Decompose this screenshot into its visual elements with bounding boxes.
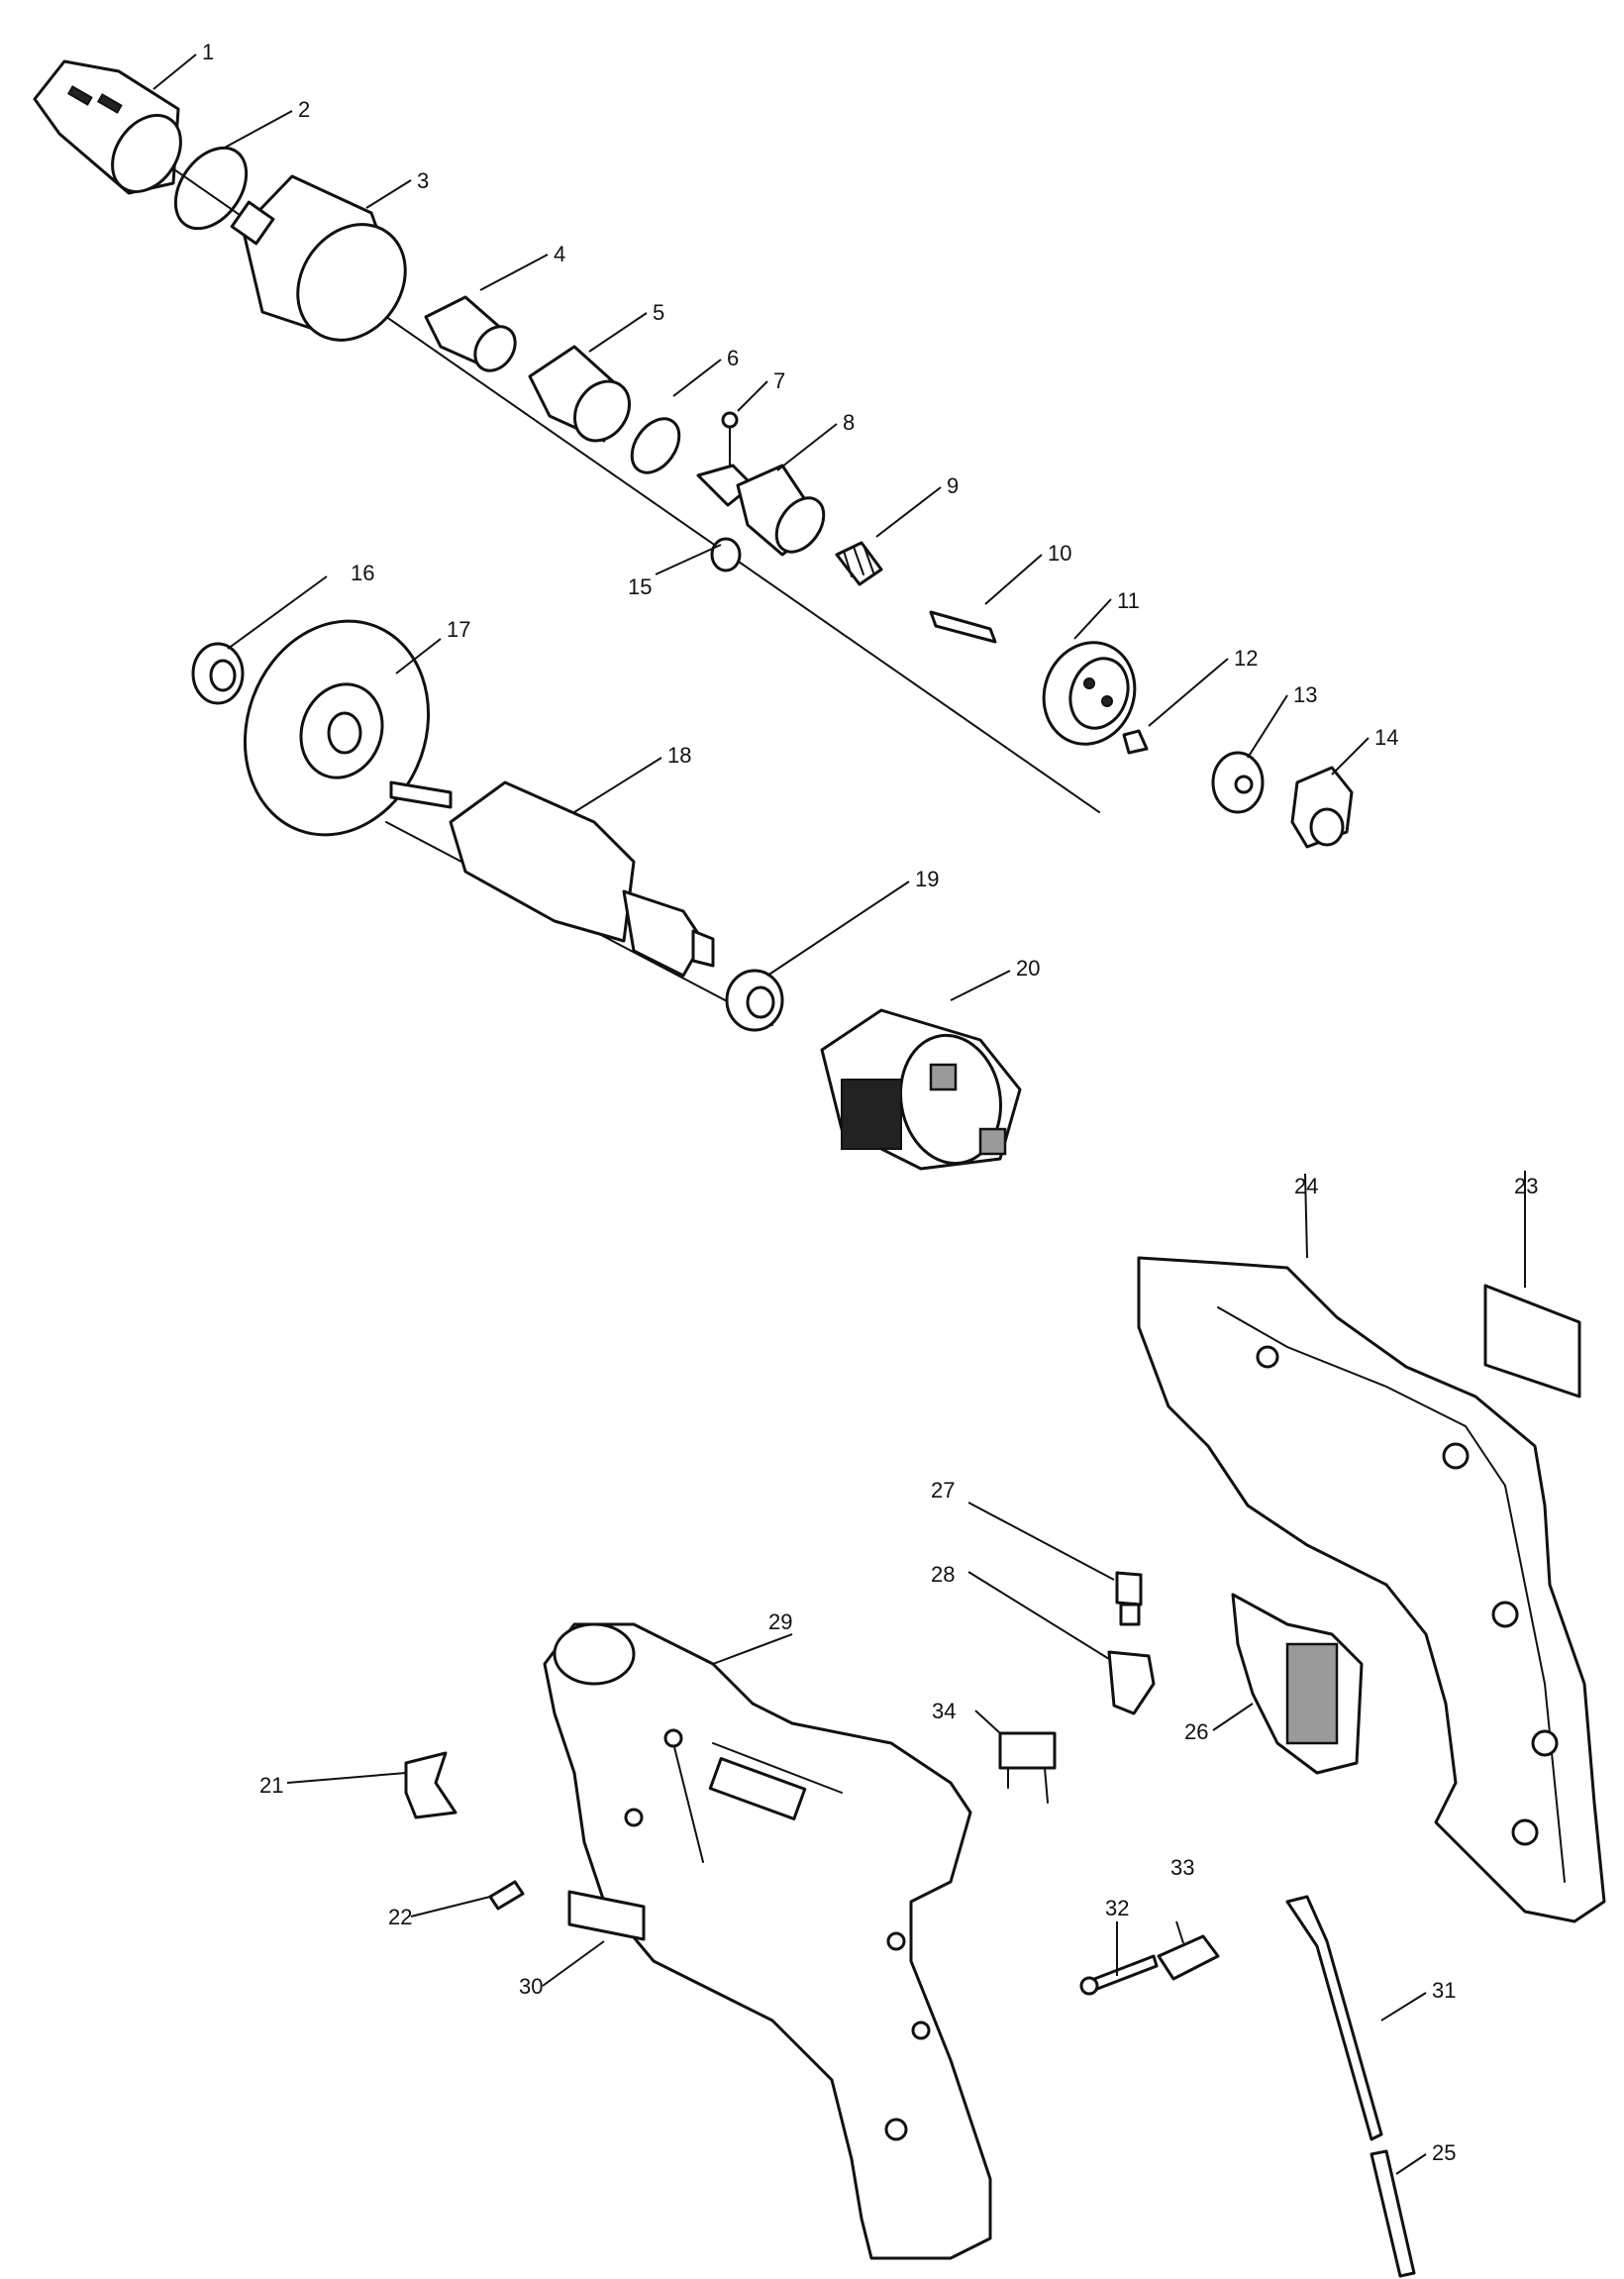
part-9-spring	[835, 541, 883, 586]
label-part-18: 18	[667, 743, 691, 768]
part-22-screw	[488, 1880, 525, 1911]
leader-lines	[152, 53, 1526, 2175]
label-part-4: 4	[554, 242, 565, 266]
label-part-2: 2	[298, 97, 310, 122]
part-10-pin	[929, 610, 997, 644]
label-part-11: 11	[1117, 588, 1140, 613]
label-part-29: 29	[768, 1609, 792, 1634]
label-part-8: 8	[843, 410, 855, 435]
label-part-15: 15	[628, 574, 652, 599]
part-26-switch	[1231, 1593, 1364, 1775]
part-8-clutch	[696, 464, 826, 557]
label-part-32: 32	[1105, 1896, 1129, 1920]
part-7-steel-ball	[721, 411, 739, 466]
label-part-34: 34	[932, 1699, 956, 1723]
part-28-carbon-brush	[1107, 1650, 1156, 1715]
part-27-brush-holder	[1115, 1571, 1143, 1626]
part-23-label-plate	[1483, 1284, 1581, 1398]
part-4-bushing	[424, 295, 517, 372]
part-18-armature	[389, 780, 715, 978]
label-part-13: 13	[1293, 682, 1317, 707]
label-part-26: 26	[1184, 1719, 1208, 1744]
label-part-9: 9	[947, 473, 959, 498]
label-part-1: 1	[202, 40, 214, 64]
label-part-21: 21	[259, 1773, 283, 1798]
part-17-fan	[243, 619, 431, 837]
label-part-25: 25	[1432, 2140, 1456, 2165]
part-5-sleeve	[528, 345, 632, 443]
part-11-gear	[1042, 641, 1137, 746]
part-29-housing-left	[543, 1622, 992, 2260]
label-part-7: 7	[773, 368, 785, 393]
part-number-labels: 1 2 3 4 5 6 7 8 9 10 11 12 13 14 15 16 1…	[202, 40, 1538, 2165]
label-part-22: 22	[388, 1905, 412, 1929]
part-32-screw	[1079, 1954, 1159, 1996]
label-part-28: 28	[931, 1562, 955, 1587]
part-3-gear-housing	[230, 174, 407, 342]
label-part-12: 12	[1234, 646, 1258, 671]
label-part-5: 5	[653, 300, 664, 325]
part-20-field	[820, 1008, 1022, 1171]
part-21-clip	[404, 1751, 457, 1819]
part-30-name-plate	[567, 1890, 646, 1941]
label-part-6: 6	[727, 346, 739, 370]
part-13-washer	[1211, 751, 1265, 814]
part-15-bush	[710, 537, 742, 572]
part-12-screw	[1122, 729, 1149, 755]
part-1-nose-cap	[33, 59, 182, 195]
label-part-10: 10	[1048, 541, 1071, 566]
part-2-o-ring	[173, 146, 249, 231]
label-part-3: 3	[417, 168, 429, 193]
label-part-14: 14	[1374, 725, 1398, 750]
label-part-30: 30	[519, 1974, 543, 1999]
label-part-31: 31	[1432, 1978, 1456, 2003]
part-25-power-cord	[1370, 2149, 1416, 2278]
part-24-housing-right	[1137, 1256, 1606, 1923]
label-part-16: 16	[351, 561, 374, 585]
part-16-ball-bearing	[191, 642, 245, 705]
label-part-19: 19	[915, 867, 939, 891]
part-19-ball-bearing	[725, 969, 784, 1032]
part-33-strain-relief	[1157, 1934, 1220, 1981]
label-part-23: 23	[1514, 1174, 1538, 1198]
part-31-cord-guard	[1285, 1895, 1383, 2141]
label-part-27: 27	[931, 1478, 955, 1502]
label-part-24: 24	[1294, 1174, 1318, 1198]
part-6-ring	[630, 417, 681, 474]
label-part-17: 17	[447, 617, 470, 642]
label-part-33: 33	[1170, 1855, 1194, 1880]
label-part-20: 20	[1016, 956, 1040, 981]
part-14-lever	[1290, 766, 1354, 849]
part-34-noise-suppressor	[998, 1731, 1057, 1804]
